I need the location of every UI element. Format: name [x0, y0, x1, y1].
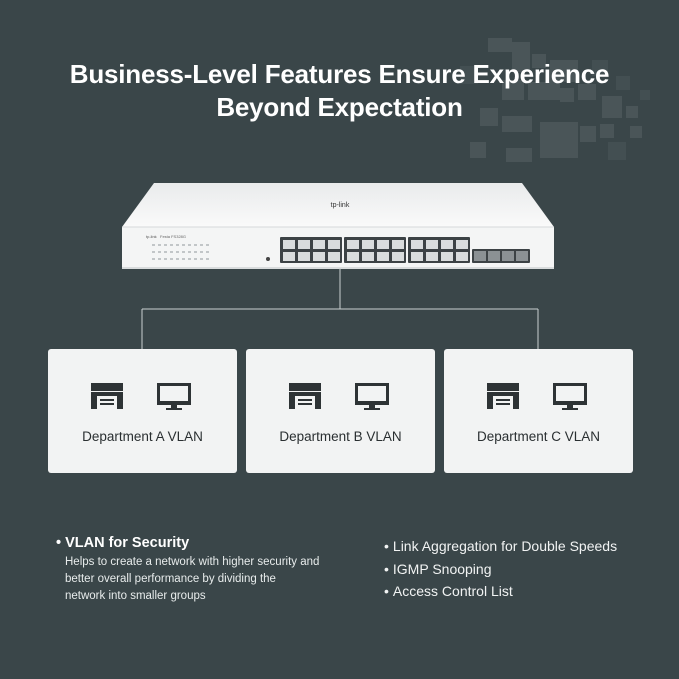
feature-item-text: Access Control List [392, 583, 513, 599]
bullet: • [56, 535, 62, 551]
headline: Business-Level Features Ensure Experienc… [0, 58, 679, 124]
list-item: •Link Aggregation for Double Speeds [384, 535, 664, 558]
monitor-icon [157, 383, 191, 410]
feature-description: Helps to create a network with higher se… [65, 554, 346, 605]
feature-description-line: network into smaller groups [65, 590, 206, 602]
monitor-icon [553, 383, 587, 410]
department-label: Department C VLAN [476, 429, 601, 444]
topology-connector-lines [141, 268, 539, 350]
department-card-a: Department A VLAN [48, 349, 237, 473]
switch-top-logo: tp-link [331, 202, 350, 209]
headline-line-2: Beyond Expectation [216, 92, 463, 122]
department-card-c: Department C VLAN [444, 349, 633, 473]
department-card-b: Department B VLAN [246, 349, 435, 473]
feature-title-text: VLAN for Security [65, 535, 190, 551]
feature-item-text: Link Aggregation for Double Speeds [392, 538, 618, 554]
feature-item-text: IGMP Snooping [392, 560, 492, 577]
pixel-pattern-decoration [460, 38, 650, 162]
bullet: • [384, 538, 389, 554]
headline-line-1: Business-Level Features Ensure Experienc… [69, 59, 610, 89]
printer-icon [91, 383, 123, 410]
bullet: • [384, 560, 389, 577]
switch-front-logo: tp-link [146, 234, 157, 239]
feature-description-line: Helps to create a network with higher se… [65, 556, 320, 568]
feature-vlan-security: •VLAN for Security Helps to create a net… [56, 535, 346, 605]
monitor-icon [355, 383, 389, 410]
bullet: • [384, 583, 389, 599]
department-cards: Department A VLAN Department B VLAN [48, 349, 634, 473]
department-label: Department A VLAN [82, 429, 203, 444]
list-item: •Access Control List [384, 580, 664, 603]
department-label: Department B VLAN [279, 429, 402, 444]
printer-icon [487, 383, 519, 410]
switch-model-label: Festa FS328G [160, 234, 186, 239]
feature-list: •Link Aggregation for Double Speeds •IGM… [384, 535, 664, 603]
list-item: •IGMP Snooping [384, 558, 664, 581]
feature-description-line: better overall performance by dividing t… [65, 573, 276, 585]
printer-icon [289, 383, 321, 410]
feature-title: •VLAN for Security [56, 535, 346, 552]
network-switch-icon: tp-link tp-link Festa FS328G [122, 183, 554, 269]
